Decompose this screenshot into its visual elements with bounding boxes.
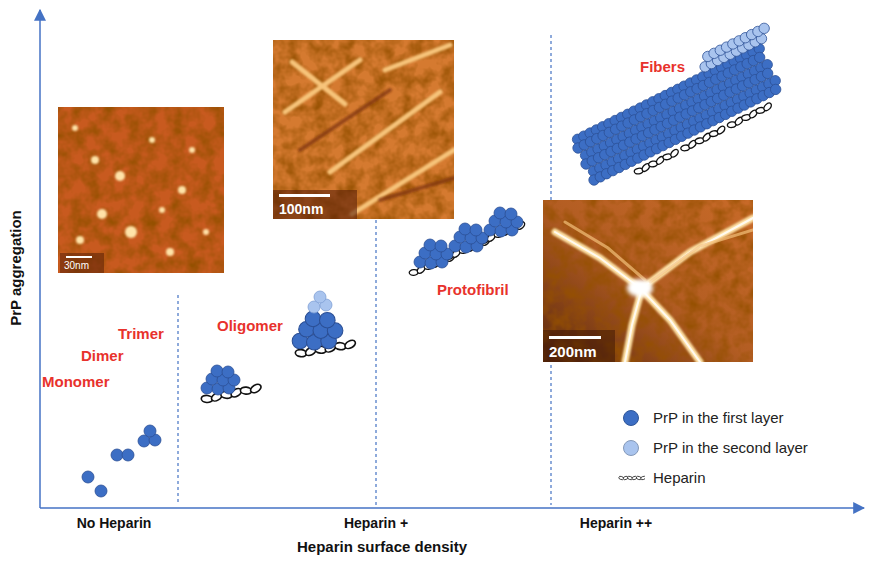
legend-entry: Heparin bbox=[617, 469, 706, 487]
stage-label: Monomer bbox=[42, 373, 110, 391]
heparin-icon bbox=[617, 472, 645, 484]
oligomer-figure bbox=[200, 365, 264, 405]
scale-bar-label: 100nm bbox=[279, 201, 323, 218]
stage-label: Protofibril bbox=[437, 281, 509, 299]
axis-category: Heparin ++ bbox=[580, 514, 652, 532]
afm-image-panel: 100nm bbox=[273, 40, 454, 219]
region-divider bbox=[178, 35, 551, 505]
stage-label: Oligomer bbox=[217, 317, 283, 335]
axis-category: Heparin + bbox=[344, 514, 408, 532]
axis-title: PrP aggregation bbox=[7, 210, 25, 326]
stage-label: Fibers bbox=[640, 58, 685, 76]
scale-bar-label: 200nm bbox=[549, 343, 597, 361]
legend-sample bbox=[617, 439, 645, 457]
afm-image-panel: 30nm bbox=[58, 107, 224, 273]
axis-title: Heparin surface density bbox=[297, 538, 467, 556]
legend-sample bbox=[617, 409, 645, 427]
fiber-figure bbox=[567, 21, 785, 187]
legend-label: PrP in the first layer bbox=[653, 409, 784, 427]
stage-label: Trimer bbox=[118, 325, 164, 343]
legend-swatch bbox=[623, 440, 639, 456]
oligomer-figure bbox=[292, 291, 357, 359]
afm-image bbox=[543, 200, 753, 362]
axis-category: No Heparin bbox=[77, 514, 152, 532]
legend-swatch bbox=[623, 410, 639, 426]
afm-image-panel: 200nm bbox=[543, 200, 753, 362]
y-axis bbox=[39, 10, 41, 508]
legend-label: PrP in the second layer bbox=[653, 439, 808, 457]
stage-label: Dimer bbox=[81, 347, 124, 365]
legend-entry: PrP in the first layer bbox=[617, 409, 784, 427]
legend-entry: PrP in the second layer bbox=[617, 439, 808, 457]
legend-sample bbox=[617, 469, 645, 487]
prp-molecules bbox=[82, 425, 161, 497]
afm-image bbox=[58, 107, 224, 273]
afm-image bbox=[273, 40, 454, 219]
protofibril-figure bbox=[407, 207, 527, 278]
legend-label: Heparin bbox=[653, 469, 706, 487]
x-axis bbox=[40, 507, 864, 509]
scale-bar-label: 30nm bbox=[64, 260, 89, 272]
